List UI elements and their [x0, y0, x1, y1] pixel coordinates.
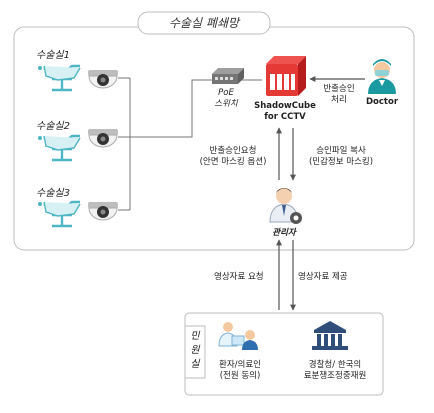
room-label-2: 수술실2 [36, 121, 70, 132]
dome-camera-icon-1 [88, 70, 118, 89]
room-label-3: 수술실3 [36, 188, 70, 199]
closed-network-title: 수술실 폐쇄망 [168, 16, 240, 30]
bus-to-switch-line [130, 79, 212, 138]
surgery-bed-icon-2 [38, 134, 81, 162]
admin-label: 관리자 [272, 228, 296, 238]
agency-label: 경찰청/ 한국의 료분쟁조정중재원 [303, 360, 367, 381]
government-building-icon [312, 321, 348, 350]
camera-bus-line [118, 77, 131, 211]
surgery-bed-icon-3 [38, 200, 81, 228]
export-request-label: 반출승인요청 (안면 마스킹 옵션) [199, 146, 267, 167]
file-copy-label: 승인파일 복사 (민감정보 마스킹) [308, 146, 374, 167]
patient-label: 환자/의료인 (전원 동의) [219, 360, 261, 381]
cctv-server-label: ShadowCube for CCTV [254, 101, 316, 122]
closed-network-title-box [137, 11, 271, 35]
dome-camera-icon-3 [88, 202, 118, 221]
approval-label: 반출승인 처리 [323, 84, 355, 105]
video-request-label: 영상자료 요청 [214, 272, 264, 282]
poe-switch-label: PoE 스위치 [214, 88, 238, 109]
poe-switch-icon [212, 68, 244, 84]
doctor-label: Doctor [365, 97, 399, 107]
video-provide-label: 영상자료 제공 [298, 272, 348, 282]
civil-office-title: 민원실 [190, 331, 200, 370]
cctv-server-icon [266, 56, 306, 96]
admin-icon [269, 188, 302, 224]
civil-office-title-box [184, 325, 206, 379]
room-label-1: 수술실1 [36, 50, 70, 61]
doctor-icon [368, 59, 396, 94]
surgery-bed-icon-1 [38, 64, 81, 92]
patient-doctor-icon [218, 322, 258, 350]
dome-camera-icon-2 [88, 129, 118, 148]
civil-office-panel [184, 312, 384, 396]
